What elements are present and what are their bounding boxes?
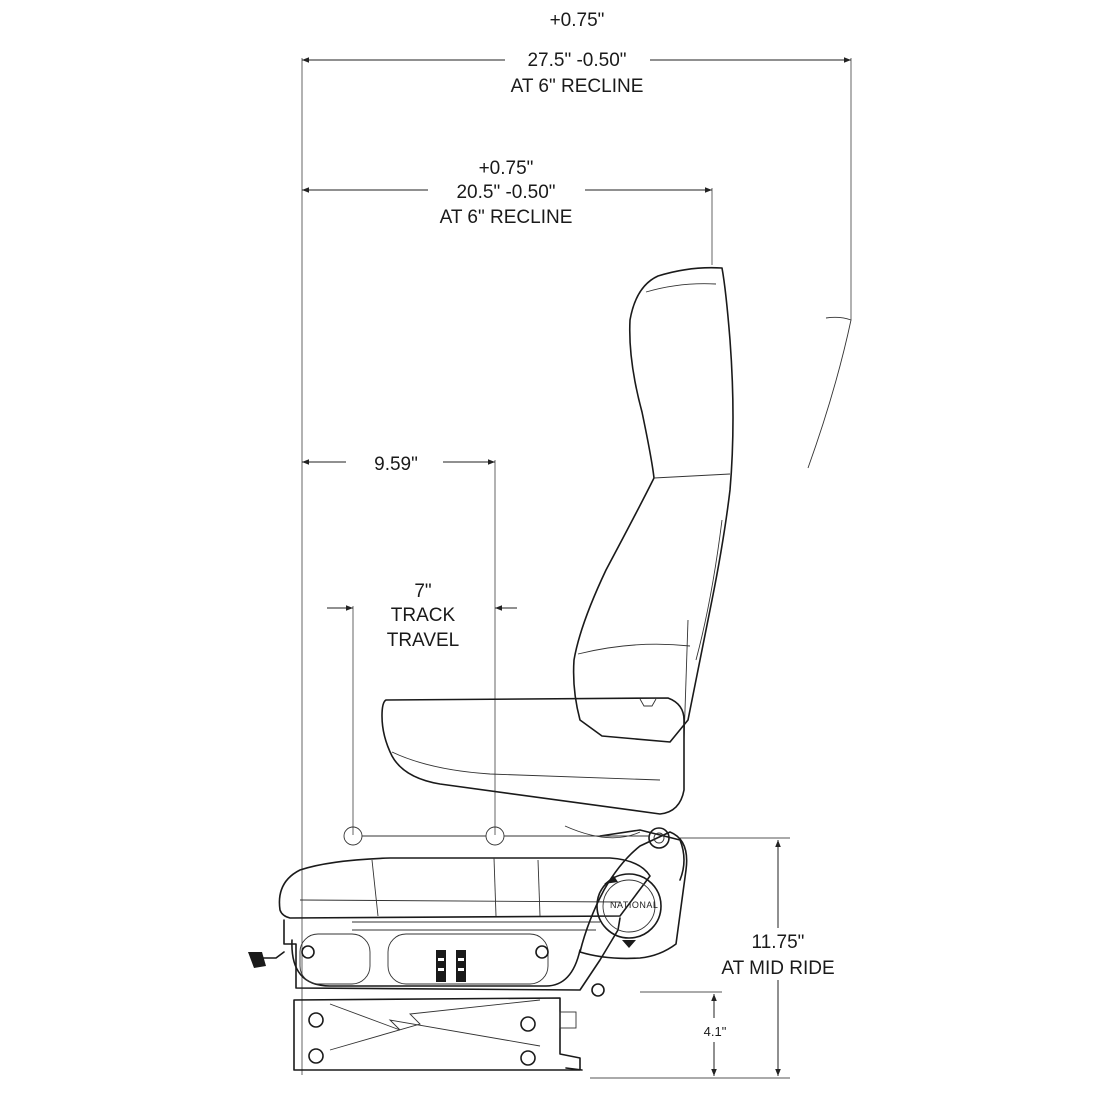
- suspension-base: [293, 997, 581, 1071]
- armrest: [381, 697, 685, 815]
- track-travel-label: 7" TRACK TRAVEL: [387, 581, 460, 651]
- base-height-value: 4.1": [704, 1024, 727, 1039]
- suspension-plate: [579, 831, 688, 960]
- overall-width-note: AT 6" RECLINE: [511, 76, 644, 97]
- overall-width-value: 27.5" -0.50": [527, 50, 626, 71]
- seat-illustration: NATIONAL: [248, 266, 734, 1071]
- backrest: [572, 266, 734, 743]
- overall-width-label: +0.75" 27.5" -0.50" AT 6" RECLINE: [511, 10, 644, 97]
- height-value: 11.75": [752, 932, 805, 953]
- lever-switches: [436, 950, 466, 982]
- height-label: 11.75" AT MID RIDE: [721, 932, 834, 979]
- back-width-value: 20.5" -0.50": [456, 182, 555, 203]
- extension-lines: [301, 58, 852, 1079]
- reclined-backrest-outline: [807, 316, 852, 469]
- height-note: AT MID RIDE: [721, 958, 834, 979]
- brand-logo: NATIONAL: [610, 900, 658, 910]
- back-width-tol-plus: +0.75": [479, 158, 534, 179]
- back-width-label: +0.75" 20.5" -0.50" AT 6" RECLINE: [440, 158, 573, 228]
- track-travel-line1: TRACK: [391, 605, 456, 626]
- base-pan: [283, 917, 621, 991]
- seat-cushion: [278, 857, 651, 919]
- track-travel-value: 7": [414, 581, 431, 602]
- seat-offset-value: 9.59": [374, 454, 418, 475]
- back-width-note: AT 6" RECLINE: [440, 207, 573, 228]
- overall-width-tol-plus: +0.75": [550, 10, 605, 31]
- track-travel-line2: TRAVEL: [387, 630, 460, 651]
